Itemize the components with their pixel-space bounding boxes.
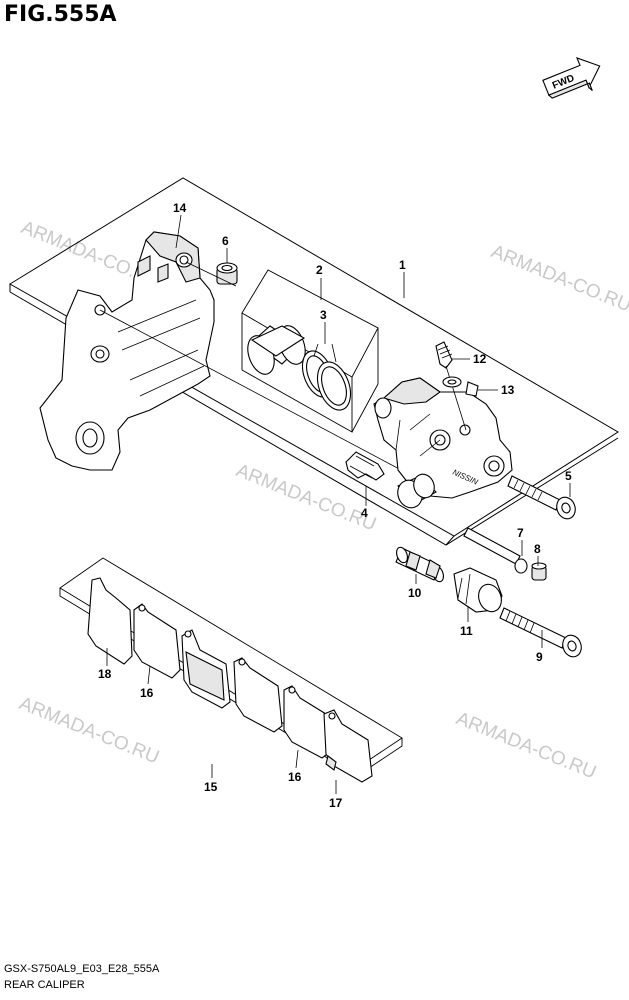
section-name: REAR CALIPER	[4, 979, 85, 991]
caliper-piston	[247, 325, 306, 375]
callout-3: 3	[320, 308, 327, 322]
callout-6: 6	[222, 234, 229, 248]
caliper-body: NISSIN	[373, 377, 513, 499]
callout-labels: 1 2 3 4 5 6 7 8 9 10 11 12 13 14 15 16 1…	[98, 201, 572, 810]
callout-16: 16	[288, 770, 302, 784]
figure-title: FIG.555A	[4, 2, 117, 27]
callout-9: 9	[536, 650, 543, 664]
brake-pad	[233, 657, 283, 733]
callout-7: 7	[517, 526, 524, 540]
caliper-bolt-lower	[499, 607, 582, 658]
caliper-bracket	[39, 231, 215, 471]
callout-10: 10	[408, 586, 422, 600]
forward-arrow-icon: FWD	[542, 56, 601, 99]
caliper-bolt-upper	[507, 475, 576, 520]
model-code: GSX-S750AL9_E03_E28_555A	[4, 963, 160, 975]
callout-16: 16	[140, 686, 154, 700]
pad-spring	[345, 451, 385, 481]
callout-18: 18	[98, 667, 112, 681]
callout-14: 14	[173, 201, 187, 215]
piston-seal	[301, 350, 352, 411]
watermark: ARMADA-CO.RU	[16, 693, 162, 768]
callout-15: 15	[204, 780, 218, 794]
brake-pad	[133, 603, 181, 679]
callout-11: 11	[460, 624, 473, 638]
pad-shim	[323, 709, 373, 783]
slide-pin-sleeve	[395, 546, 444, 583]
callout-8: 8	[534, 542, 541, 556]
pad-shim	[87, 577, 133, 665]
callout-12: 12	[473, 352, 487, 366]
leader-lines	[106, 214, 571, 794]
brake-pad	[283, 685, 331, 759]
callout-2: 2	[316, 263, 323, 277]
callout-17: 17	[329, 796, 343, 810]
brake-pad	[181, 629, 231, 709]
callout-1: 1	[399, 258, 406, 272]
bleeder-cap	[442, 376, 479, 397]
pin-plug	[531, 562, 547, 581]
watermark: ARMADA-CO.RU	[488, 241, 629, 316]
callout-4: 4	[361, 506, 368, 520]
callout-13: 13	[501, 383, 515, 397]
callout-5: 5	[565, 469, 572, 483]
watermark: ARMADA-CO.RU	[453, 708, 599, 783]
caliper-piston-bore	[397, 473, 437, 509]
caliper-assembly-frame	[9, 177, 619, 537]
pad-pin	[463, 527, 528, 574]
bracket-bushing	[216, 262, 238, 285]
slide-pin-boot	[453, 567, 503, 613]
